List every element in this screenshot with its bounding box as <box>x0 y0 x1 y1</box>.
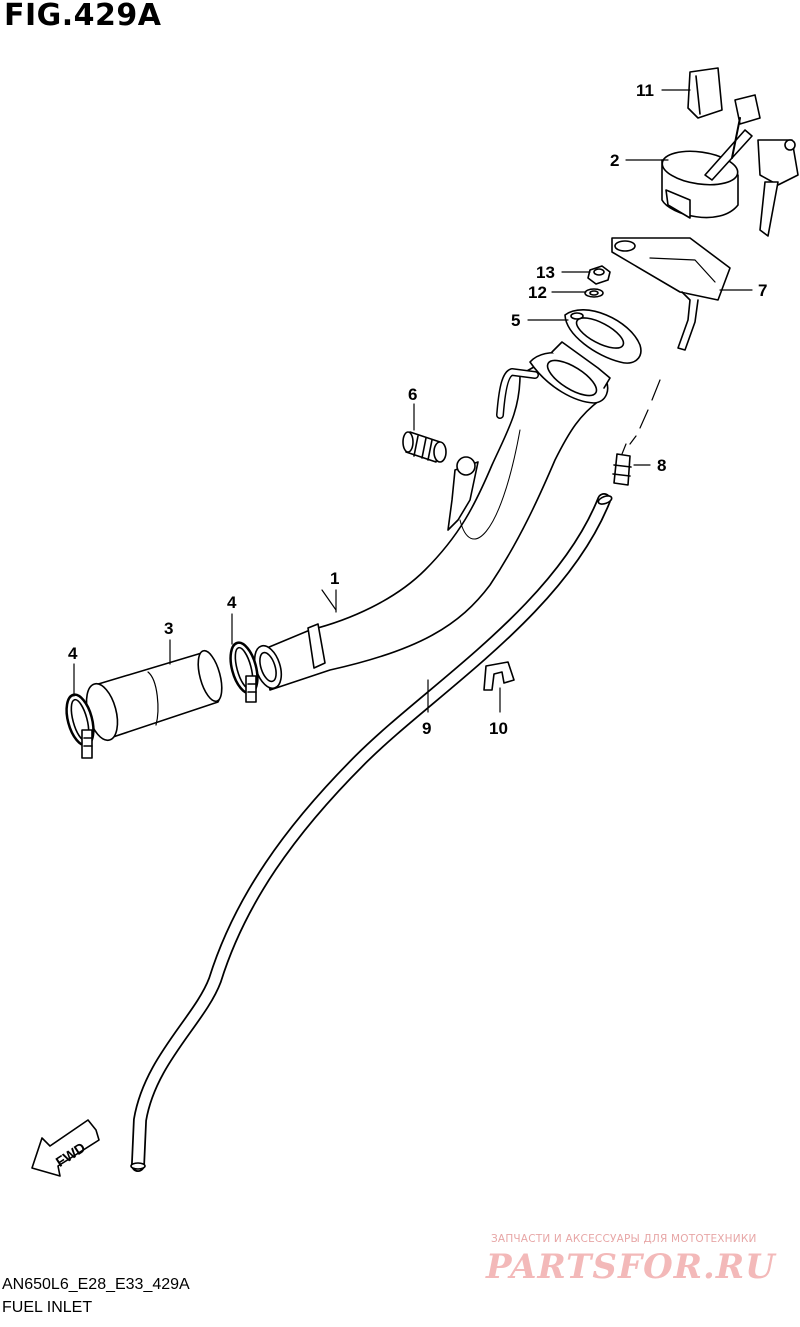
callout-4-left: 4 <box>68 644 78 663</box>
callout-7: 7 <box>758 281 767 300</box>
connector-part-8 <box>612 379 661 486</box>
hose-clamp-part-4-left <box>65 693 95 759</box>
callout-6: 6 <box>408 385 417 404</box>
callout-13: 13 <box>536 263 555 282</box>
callout-10: 10 <box>489 719 508 738</box>
watermark-tagline: ЗАПЧАСТИ И АКСЕССУАРЫ ДЛЯ МОТОТЕХНИКИ <box>491 1233 757 1245</box>
callout-3: 3 <box>164 619 173 638</box>
callout-5: 5 <box>511 311 520 330</box>
rubber-hose-part-3 <box>85 649 223 742</box>
callout-2: 2 <box>610 151 619 170</box>
nut-part-13 <box>587 265 611 285</box>
hose-clamp-part-4-right <box>229 641 259 703</box>
leader-lines <box>73 89 753 713</box>
model-code: AN650L6_E28_E33_429A <box>2 1276 190 1293</box>
gasket-part-5 <box>564 309 642 364</box>
key-cover-part-11 <box>687 67 723 119</box>
callout-11: 11 <box>636 81 654 100</box>
washer-part-12 <box>584 288 604 298</box>
callout-labels: 1 2 3 4 4 5 6 7 8 9 10 11 12 13 <box>68 81 767 738</box>
grommet-part-6 <box>402 431 447 463</box>
fwd-arrow-icon: FWD <box>31 1119 100 1177</box>
hose-clip-part-10 <box>483 661 515 691</box>
breather-hose-part-9 <box>130 493 613 1172</box>
callout-9: 9 <box>422 719 431 738</box>
callout-12: 12 <box>528 283 547 302</box>
cap-bracket-part-7 <box>611 237 731 351</box>
watermark-logo: PARTSFOR.RU <box>486 1247 776 1287</box>
section-name: FUEL INLET <box>2 1299 93 1316</box>
callout-4-right: 4 <box>227 593 237 612</box>
callout-8: 8 <box>657 456 666 475</box>
fuel-cap-part-2 <box>661 129 753 219</box>
figure-title: FIG.429A <box>4 0 162 33</box>
callout-1: 1 <box>330 569 339 588</box>
key-set <box>731 94 799 237</box>
filler-neck-part-1 <box>253 341 611 691</box>
